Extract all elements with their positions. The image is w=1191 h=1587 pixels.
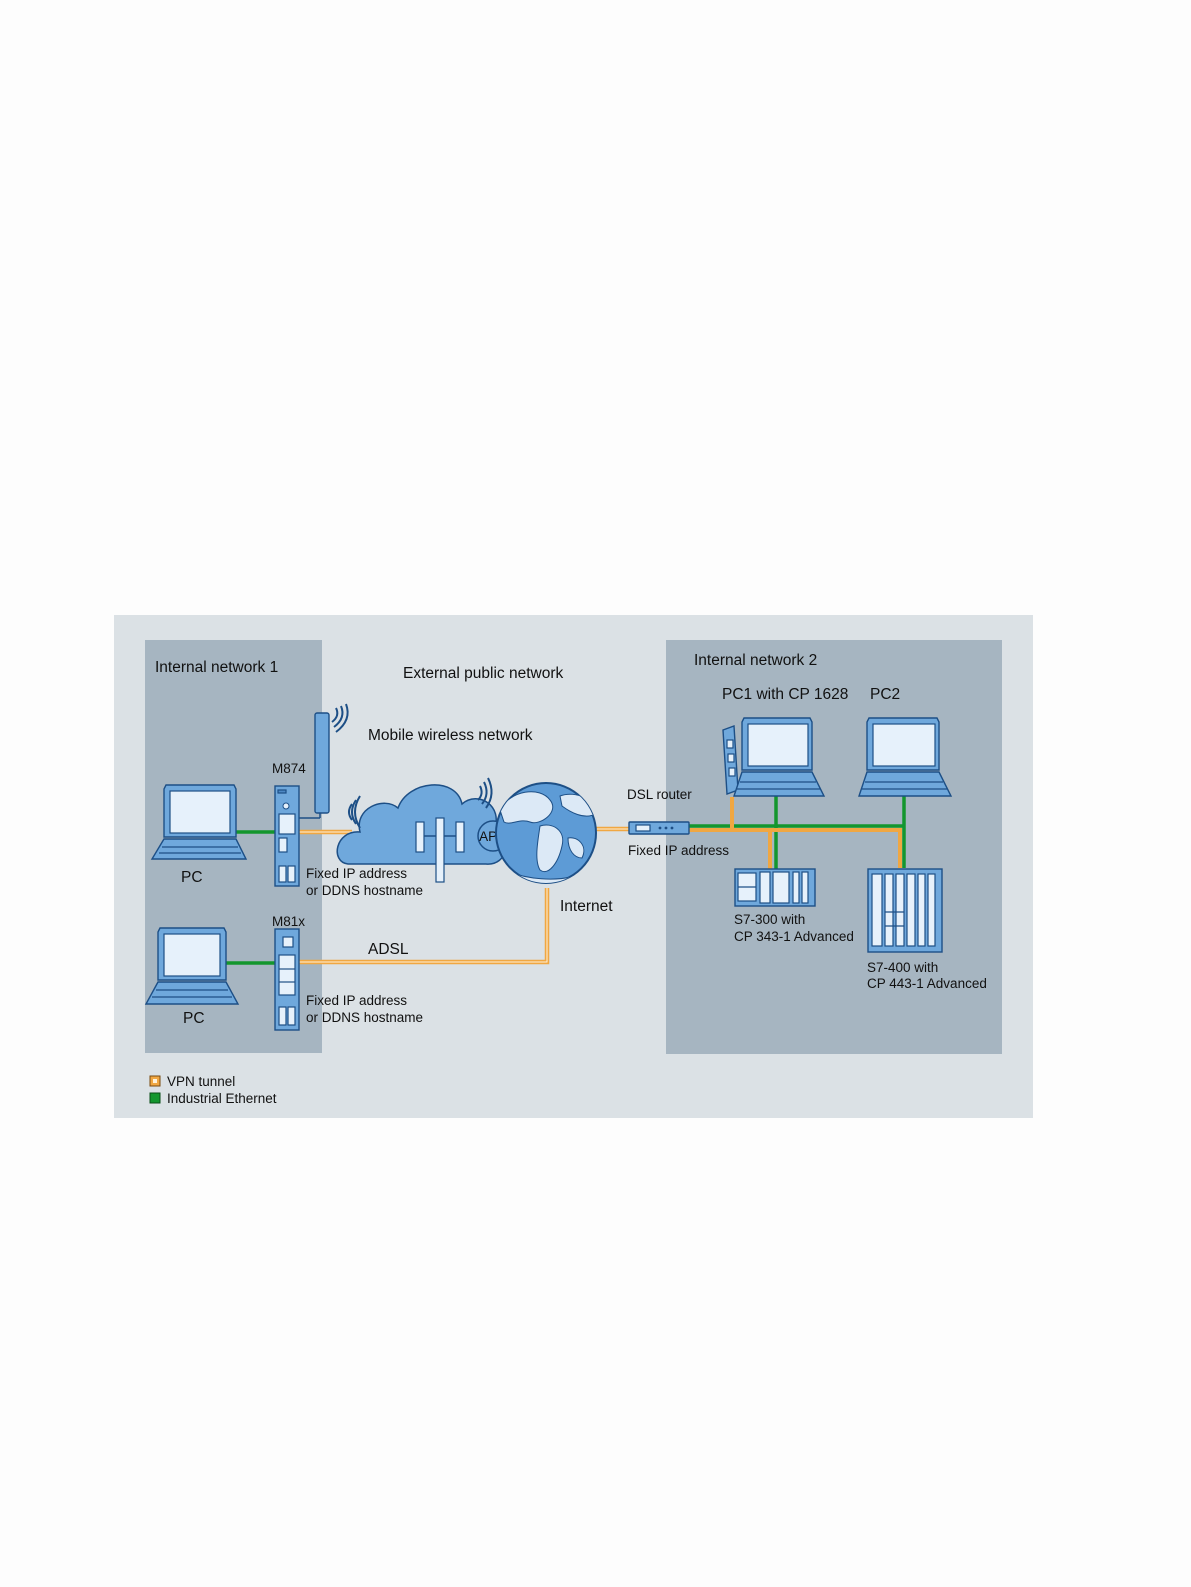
s7-300-label-line1: S7-300 with bbox=[734, 912, 805, 927]
s7-300-plc-icon bbox=[734, 868, 816, 907]
dsl-router-icon bbox=[628, 821, 690, 835]
scalance-m874-router-icon bbox=[274, 785, 300, 887]
zone-title-internal-network-1: Internal network 1 bbox=[155, 659, 278, 676]
internet-label: Internet bbox=[560, 898, 613, 915]
antenna-icon bbox=[314, 703, 349, 814]
dsl-router-label: DSL router bbox=[627, 787, 692, 802]
fixed-ip-1-line1: Fixed IP address bbox=[306, 866, 407, 881]
legend-label-industrial-ethernet: Industrial Ethernet bbox=[167, 1091, 277, 1106]
cp1628-card-icon bbox=[722, 725, 739, 795]
connection-lines bbox=[226, 796, 906, 965]
s7-300-label-line2: CP 343-1 Advanced bbox=[734, 929, 854, 944]
laptop-icon bbox=[733, 717, 826, 797]
pc-bottom-label: PC bbox=[183, 1010, 205, 1027]
s7-400-plc-icon bbox=[867, 868, 943, 953]
pc1-label: PC1 with CP 1628 bbox=[722, 686, 848, 703]
fixed-ip-2-line2: or DDNS hostname bbox=[306, 1010, 423, 1025]
vpn-line-network-2 bbox=[688, 828, 902, 868]
laptop-icon bbox=[144, 927, 240, 1005]
zone-title-external-public-network: External public network bbox=[403, 665, 563, 682]
pc-top-label: PC bbox=[181, 869, 203, 886]
legend: VPN tunnel Industrial Ethernet bbox=[149, 1074, 277, 1106]
laptop-icon bbox=[150, 784, 248, 860]
globe-icon bbox=[495, 782, 597, 884]
scalance-m81x-router-icon bbox=[274, 928, 300, 1031]
legend-label-vpn-tunnel: VPN tunnel bbox=[167, 1074, 235, 1089]
cell-tower-icon bbox=[415, 817, 465, 883]
fixed-ip-1-line2: or DDNS hostname bbox=[306, 883, 423, 898]
adsl-label: ADSL bbox=[368, 941, 409, 958]
s7-400-label-line2: CP 443-1 Advanced bbox=[867, 976, 987, 991]
m81x-label: M81x bbox=[272, 914, 305, 929]
internal-network-2-zone bbox=[666, 640, 1002, 1054]
fixed-ip-router-label: Fixed IP address bbox=[628, 843, 729, 858]
zone-title-internal-network-2: Internal network 2 bbox=[694, 652, 817, 669]
s7-400-label-line1: S7-400 with bbox=[867, 960, 938, 975]
pc2-label: PC2 bbox=[870, 686, 900, 703]
mobile-wireless-network-label: Mobile wireless network bbox=[368, 727, 533, 744]
fixed-ip-2-line1: Fixed IP address bbox=[306, 993, 407, 1008]
legend-swatch-industrial-ethernet bbox=[149, 1092, 161, 1104]
laptop-icon bbox=[858, 717, 953, 797]
m874-label: M874 bbox=[272, 761, 306, 776]
